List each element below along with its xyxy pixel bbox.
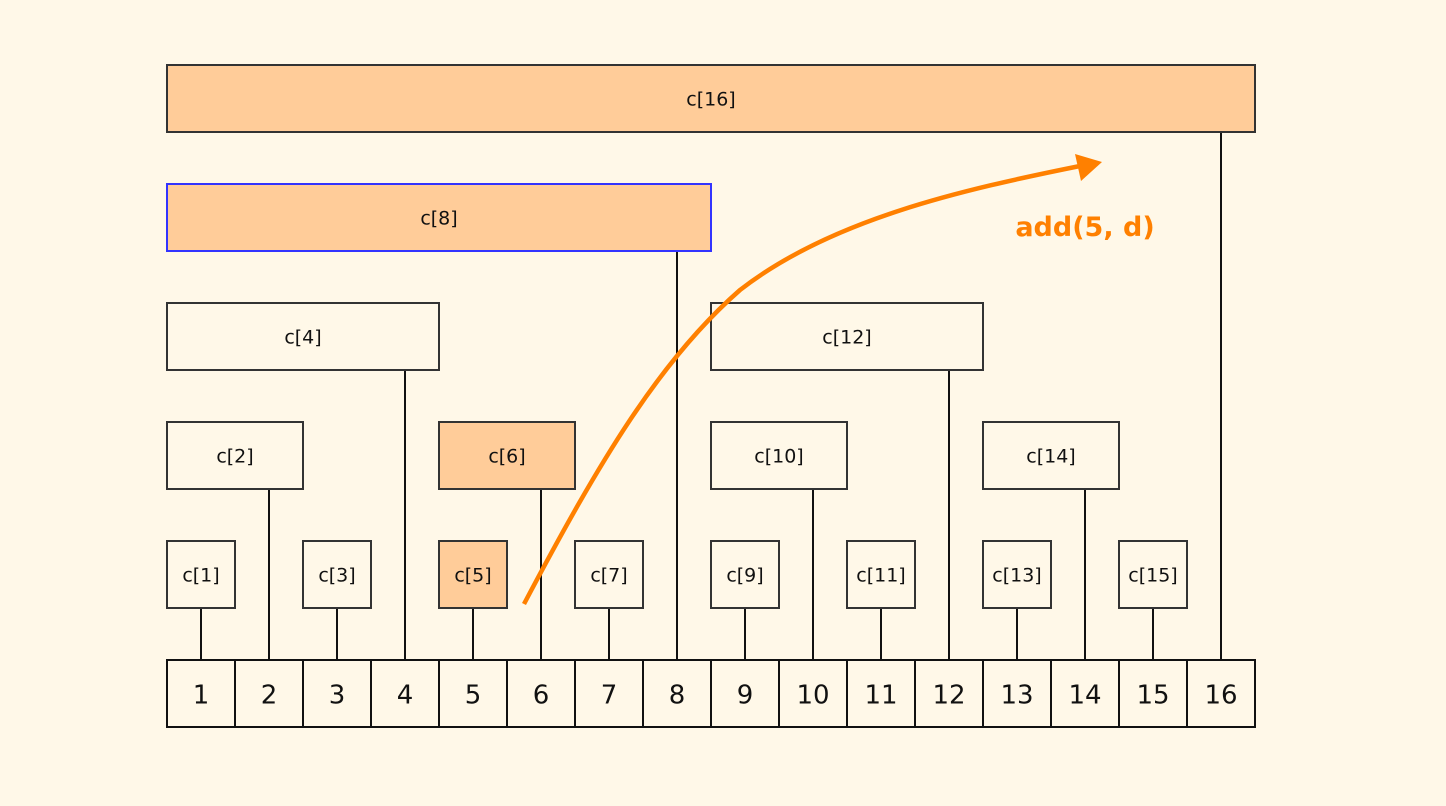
array-cell-index: 13 [1000,681,1033,711]
arrowhead-icon [1075,154,1102,181]
array-cell-index: 5 [465,681,482,711]
array-cell: 5 [438,659,508,728]
array-cell: 14 [1050,659,1120,728]
tree-node-label: c[11] [856,565,905,587]
tree-node: c[12] [710,302,984,371]
tree-node-box [1118,540,1188,609]
array-cell-index: 12 [932,681,965,711]
operation-label: add(5, d) [1015,212,1154,243]
tree-node-box [166,64,1256,133]
tree-node: c[2] [166,421,304,490]
tree-node-box [710,421,848,490]
tree-node: c[14] [982,421,1120,490]
array-cell-index: 15 [1136,681,1169,711]
array-cell-index: 3 [329,681,346,711]
array-cell: 9 [710,659,780,728]
array-cell: 10 [778,659,848,728]
array-cell-index: 6 [533,681,550,711]
tree-node-label: c[14] [1026,446,1075,468]
tree-node-label: c[5] [454,565,491,587]
tree-node-label: c[6] [488,446,525,468]
tree-node-label: c[4] [284,327,321,349]
tree-node-box [166,183,712,252]
array-cell-index: 4 [397,681,414,711]
tree-node-label: c[7] [590,565,627,587]
tree-node: c[15] [1118,540,1188,609]
array-cell: 16 [1186,659,1256,728]
tree-node-label: c[2] [216,446,253,468]
tree-node: c[1] [166,540,236,609]
tree-node-label: c[8] [420,208,457,230]
array-cell-index: 1 [193,681,210,711]
tree-node: c[4] [166,302,440,371]
array-cell: 13 [982,659,1052,728]
array-cell: 12 [914,659,984,728]
array-cell: 6 [506,659,576,728]
array-cell-index: 11 [864,681,897,711]
tree-node-label: c[3] [318,565,355,587]
tree-node-label: c[12] [822,327,871,349]
tree-node: c[11] [846,540,916,609]
array-cell: 2 [234,659,304,728]
tree-node-box [438,540,508,609]
tree-node-box [166,302,440,371]
tree-node-box [982,540,1052,609]
tree-node-label: c[10] [754,446,803,468]
array-cell-index: 14 [1068,681,1101,711]
array-cell-index: 10 [796,681,829,711]
array-cell-box [846,659,916,728]
tree-node-box [166,540,236,609]
tree-node: c[10] [710,421,848,490]
array-cell-index: 7 [601,681,618,711]
tree-node-box [982,421,1120,490]
array-cell: 15 [1118,659,1188,728]
tree-node: c[6] [438,421,576,490]
array-cell-box [302,659,372,728]
tree-node: c[3] [302,540,372,609]
array-cell-index: 16 [1204,681,1237,711]
tree-node-box [302,540,372,609]
array-cell: 3 [302,659,372,728]
update-path-curve [522,162,1086,606]
array-cell-box [574,659,644,728]
array-cell-index: 2 [261,681,278,711]
array-cell-box [778,659,848,728]
array-cell: 7 [574,659,644,728]
tree-node-label: c[13] [992,565,1041,587]
array-cell-index: 8 [669,681,686,711]
tree-node-label: c[16] [686,89,735,111]
tree-node: c[13] [982,540,1052,609]
tree-node-box [574,540,644,609]
tree-node-label: c[1] [182,565,219,587]
tree-node-box [710,302,984,371]
array-cell: 11 [846,659,916,728]
array-cell-box [1186,659,1256,728]
array-cell-box [1050,659,1120,728]
tree-node: c[7] [574,540,644,609]
array-cell-box [914,659,984,728]
array-cell: 4 [370,659,440,728]
tree-node: c[9] [710,540,780,609]
tree-node-box [846,540,916,609]
tree-node: c[16] [166,64,1256,133]
array-cell-box [438,659,508,728]
array-cell: 1 [166,659,236,728]
array-cell: 8 [642,659,712,728]
update-path-arrow: add(5, d) [522,154,1155,606]
array-cell-box [506,659,576,728]
tree-node-box [438,421,576,490]
tree-node-box [710,540,780,609]
tree-node: c[5] [438,540,508,609]
tree-node-label: c[15] [1128,565,1177,587]
tree-nodes: c[1] c[2] c[3] c[4] c[5] c[6] c[7] c[8] c[9] c[10… [166,64,1256,609]
array-cell-box [370,659,440,728]
tree-node-box [166,421,304,490]
tree-node-label: c[9] [726,565,763,587]
array-cell-index: 9 [737,681,754,711]
array-cell-box [234,659,304,728]
tree-node: c[8] [166,183,712,252]
